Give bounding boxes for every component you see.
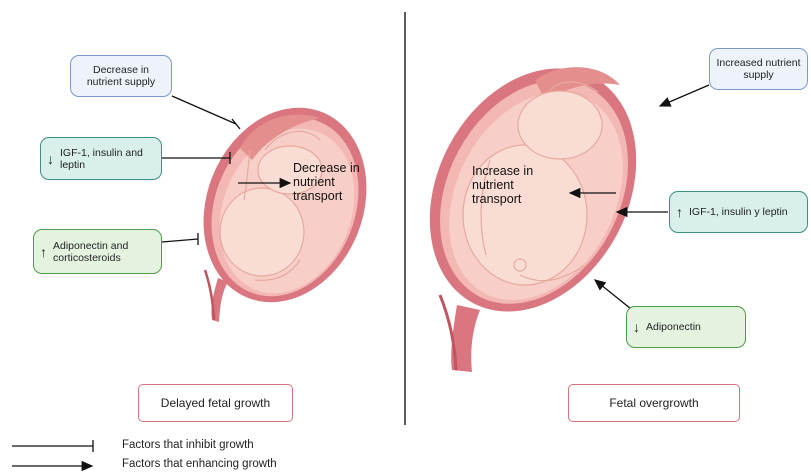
right-nutrient-supply-box: Increased nutrient supply <box>709 48 808 90</box>
left-transport-label: Decrease in nutrient transport <box>293 161 373 203</box>
down-arrow-icon: ↓ <box>47 153 54 165</box>
up-arrow-icon: ↑ <box>40 246 47 258</box>
left-nutrient-supply-box: Decrease in nutrient supply <box>70 55 172 97</box>
right-hormones-box: ↑ IGF-1, insulin y leptin <box>669 191 808 233</box>
left-adipo-box: ↑ Adiponectin and corticosteroids <box>33 229 162 274</box>
up-arrow-icon: ↑ <box>676 206 683 218</box>
right-outcome-box: Fetal overgrowth <box>568 384 740 422</box>
right-transport-label: Increase in nutrient transport <box>472 164 552 206</box>
legend-inhibit-label: Factors that inhibit growth <box>122 439 254 451</box>
down-arrow-icon: ↓ <box>633 321 640 333</box>
left-uterus-illustration <box>175 83 395 327</box>
legend-enhance-label: Factors that enhancing growth <box>122 458 277 470</box>
legend-symbols <box>12 440 93 466</box>
left-outcome-box: Delayed fetal growth <box>138 384 293 422</box>
left-hormones-box: ↓ IGF-1, insulin and leptin <box>40 137 162 180</box>
right-adipo-box: ↓ Adiponectin <box>626 306 746 348</box>
